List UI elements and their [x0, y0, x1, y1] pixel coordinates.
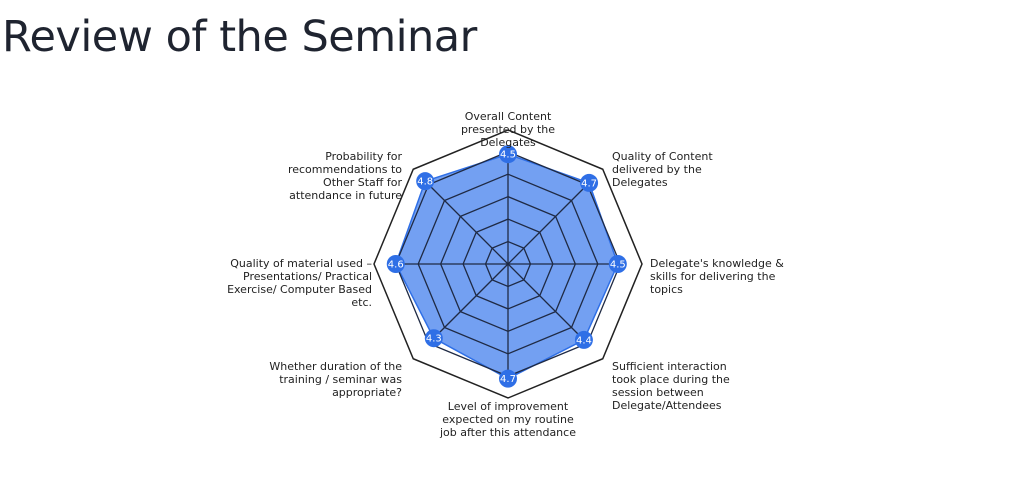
page-title: Review of the Seminar — [2, 12, 477, 62]
data-label: 4.4 — [576, 335, 592, 346]
grid-spoke — [428, 184, 509, 265]
data-point — [574, 330, 593, 349]
data-label: 4.7 — [500, 374, 516, 385]
axis-label: Sufficient interaction took place during… — [612, 360, 730, 412]
data-point — [424, 329, 443, 348]
outer-ring — [373, 129, 643, 399]
data-point — [386, 255, 405, 273]
data-label: 4.5 — [500, 150, 516, 161]
data-label: 4.8 — [417, 177, 433, 188]
data-point — [580, 173, 599, 192]
axis-label: Level of improvement expected on my rout… — [440, 400, 576, 439]
data-label: 4.6 — [388, 260, 404, 271]
data-label: 4.3 — [426, 334, 442, 345]
data-label: 4.7 — [581, 178, 597, 189]
grid-spoke — [507, 263, 588, 344]
grid-spoke — [428, 263, 509, 344]
axis-label: Overall Content presented by the Delegat… — [460, 110, 556, 149]
data-point — [499, 145, 517, 164]
data-point — [416, 172, 435, 191]
axis-label: Probability for recommendations to Other… — [287, 150, 402, 202]
axis-label: Whether duration of the training / semin… — [269, 360, 402, 399]
data-label: 4.5 — [610, 260, 626, 271]
data-point — [608, 255, 627, 273]
axis-label: Quality of Content delivered by the Dele… — [612, 150, 713, 189]
axis-label: Quality of material used – Presentations… — [227, 257, 372, 309]
grid-spoke — [507, 184, 588, 265]
data-point — [499, 369, 517, 388]
axis-label: Delegate's knowledge & skills for delive… — [650, 257, 784, 296]
